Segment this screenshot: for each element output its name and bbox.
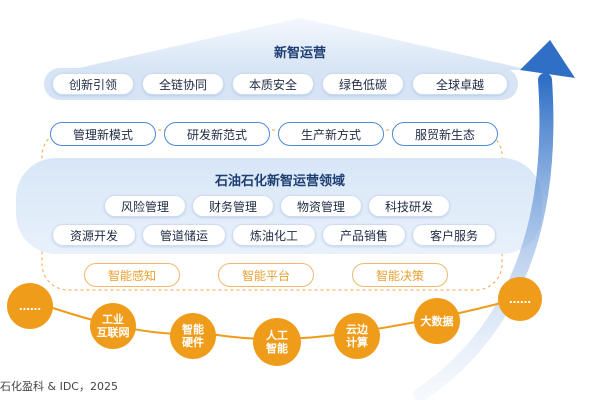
smart-decision: 智能决策 xyxy=(352,263,448,287)
tech-circle-big-data: 大数据 xyxy=(414,298,460,344)
smart-platform: 智能平台 xyxy=(218,263,314,287)
roof-item-3: 本质安全 xyxy=(232,73,314,95)
domain-item-rnd: 科技研发 xyxy=(368,195,450,217)
tech-circle-more-left: …… xyxy=(7,283,53,329)
domain-item-resources: 资源开发 xyxy=(52,224,136,246)
mode-item-3: 生产新方式 xyxy=(278,122,384,146)
domain-item-finance: 财务管理 xyxy=(192,195,274,217)
growth-arrow-body xyxy=(413,73,554,400)
roof-item-1: 创新引领 xyxy=(52,73,134,95)
tech-circle-industrial-internet: 工业 互联网 xyxy=(90,303,136,349)
mode-item-2: 研发新范式 xyxy=(164,122,270,146)
tech-circle-cloud-edge: 云边 计算 xyxy=(334,313,380,359)
roof-shape xyxy=(70,18,530,70)
mode-item-1: 管理新模式 xyxy=(50,122,156,146)
domain-item-materials: 物资管理 xyxy=(280,195,362,217)
tech-circle-ai: 人工 智能 xyxy=(253,318,301,366)
tech-circle-smart-hardware: 智能 硬件 xyxy=(170,313,216,359)
domain-title: 石油石化新智运营领域 xyxy=(214,174,345,189)
tech-circle-more-right: …… xyxy=(498,277,542,321)
roof-item-5: 全球卓越 xyxy=(412,73,508,95)
domain-item-customer: 客户服务 xyxy=(412,224,496,246)
domain-item-refining: 炼油化工 xyxy=(232,224,316,246)
roof-item-4: 绿色低碳 xyxy=(322,73,404,95)
smart-sensing: 智能感知 xyxy=(84,263,180,287)
roof-title: 新智运营 xyxy=(273,46,326,61)
mode-item-4: 服贸新生态 xyxy=(392,122,498,146)
roof-item-2: 全链协同 xyxy=(142,73,224,95)
domain-item-sales: 产品销售 xyxy=(322,224,406,246)
domain-item-risk: 风险管理 xyxy=(104,195,186,217)
domain-item-pipeline: 管道储运 xyxy=(142,224,226,246)
source-footnote: 石化盈科 & IDC，2025 xyxy=(0,380,118,393)
growth-arrow-head xyxy=(520,40,575,78)
